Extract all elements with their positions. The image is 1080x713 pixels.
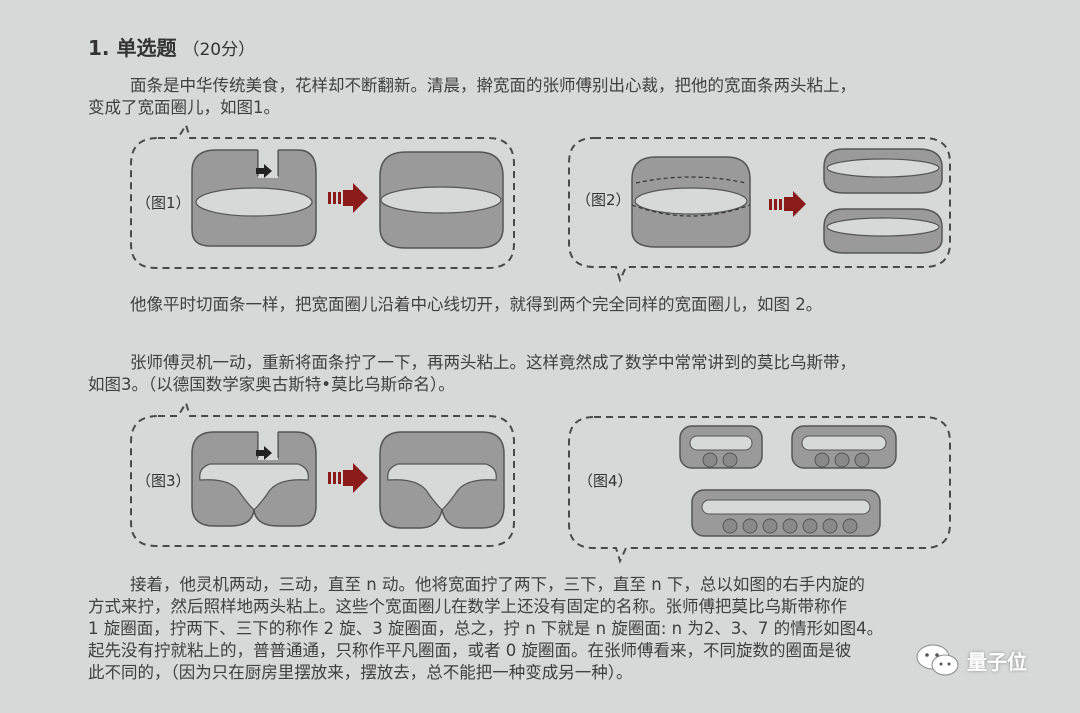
open-noodle-band [191, 148, 317, 247]
figure-1-panel: （图1） [130, 122, 515, 269]
paragraph-3-line: 张师傅灵机一动，重新将面条拧了一下，再两头粘上。这样竟然成了数学中常常讲到的莫比… [130, 353, 856, 372]
figure-2-label: （图2） [576, 191, 631, 209]
thin-ring-bottom [823, 208, 943, 254]
red-arrow-icon [769, 191, 806, 217]
paragraph-3-line: 如图3。（以德国数学家奥古斯特•莫比乌斯命名）。 [88, 375, 455, 394]
paragraph-4-line: 此不同的，（因为只在厨房里摆放来，摆放去，总不能把一种变成另一种）。 [88, 663, 633, 682]
three-twist-ring [791, 425, 897, 469]
paragraph-2-line: 他像平时切面条一样，把宽面圈儿沿着中心线切开，就得到两个完全同样的宽面圈儿，如图… [130, 295, 823, 314]
watermark: 量子位 [915, 643, 1027, 677]
figure-4-panel: （图4） [568, 416, 951, 564]
paragraph-1: 面条是中华传统美食，花样却不断翻新。清晨，擀宽面的张师傅别出心裁，把他的宽面条两… [88, 75, 998, 119]
speech-bubble-outline [130, 122, 515, 269]
wechat-icon [916, 644, 959, 676]
paragraph-1-line: 面条是中华传统美食，花样却不断翻新。清晨，擀宽面的张师傅别出心裁，把他的宽面条两… [130, 76, 856, 95]
black-arrow-icon [256, 164, 272, 178]
two-twist-ring [679, 425, 763, 469]
speech-bubble-outline [568, 416, 951, 564]
figure-3-panel: （图3） [130, 400, 515, 547]
paragraph-2: 他像平时切面条一样，把宽面圈儿沿着中心线切开，就得到两个完全同样的宽面圈儿，如图… [88, 294, 998, 316]
figure-3-label: （图3） [136, 472, 191, 490]
question-score: （20分） [182, 40, 256, 60]
speech-bubble-outline [568, 137, 951, 283]
ring-with-center-line [631, 156, 751, 248]
paragraph-4-line: 1 旋圈面，拧两下、三下的称作 2 旋、3 旋圈面，总之，拧 n 下就是 n 旋… [88, 619, 884, 638]
figure-4-label: （图4） [578, 472, 633, 490]
mobius-strip [379, 431, 505, 529]
question-number-title: 1. 单选题 [88, 36, 177, 60]
watermark-text: 量子位 [967, 649, 1027, 674]
paragraph-4-line: 方式来拧，然后照样地两头粘上。这些个宽面圈儿在数学上还没有固定的名称。张师傅把莫… [88, 597, 847, 616]
paragraph-4-line: 起先没有拧就粘上的，普普通通，只称作平凡圈面，或者 0 旋圈面。在张师傅看来，不… [88, 641, 852, 660]
twisted-open-band [191, 430, 317, 527]
paragraph-4-line: 接着，他灵机两动，三动，直至 n 动。他将宽面拧了两下，三下，直至 n 下，总以… [130, 575, 865, 594]
speech-bubble-outline [130, 400, 515, 547]
black-arrow-icon [256, 446, 272, 460]
red-arrow-icon [328, 183, 368, 213]
paragraph-3: 张师傅灵机一动，重新将面条拧了一下，再两头粘上。这样竟然成了数学中常常讲到的莫比… [88, 352, 998, 396]
paragraph-1-line: 变成了宽面圈儿，如图1。 [88, 98, 280, 117]
red-arrow-icon [328, 463, 368, 493]
seven-twist-ring [691, 489, 881, 537]
paragraph-4: 接着，他灵机两动，三动，直至 n 动。他将宽面拧了两下，三下，直至 n 下，总以… [88, 574, 998, 684]
question-title: 1. 单选题（20分） [88, 32, 255, 61]
figure-1-label: （图1） [136, 194, 191, 212]
figure-2-panel: （图2） [568, 137, 951, 283]
closed-noodle-ring [379, 151, 504, 249]
thin-ring-top [823, 148, 943, 194]
